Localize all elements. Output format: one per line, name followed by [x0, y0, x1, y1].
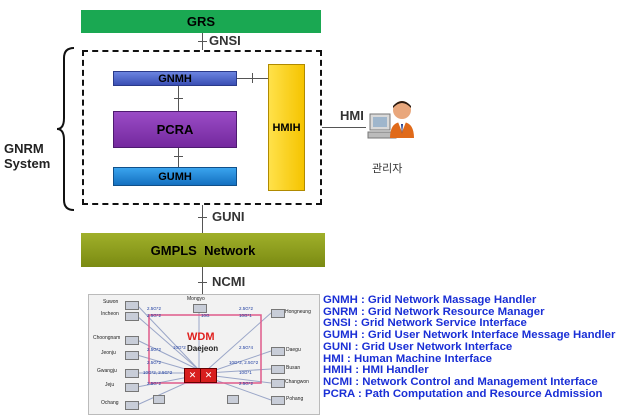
gumh-box: GUMH: [113, 167, 237, 186]
gnrm-label-line1: GNRM: [4, 141, 44, 156]
link-label: 10G*2, 2.5G*2: [143, 370, 173, 375]
gnrm-bracket: [56, 47, 75, 211]
network-map: ✕ ✕ WDM Daejeon Mongyo Suwon Incheon Cho…: [88, 294, 320, 415]
pcra-gumh-line: [178, 148, 179, 167]
gnmh-hmih-tick: [252, 73, 253, 83]
link-label: 2.5G*2: [147, 306, 162, 311]
city-label: Suwon: [103, 299, 119, 305]
wdm-switch-left: ✕: [184, 368, 201, 383]
router-node: [153, 395, 165, 404]
admin-label: 관리자: [372, 163, 403, 175]
link-label: 10G*2, 2.5G*2: [229, 360, 259, 365]
legend-item: NCMI : Network Control and Management In…: [323, 375, 598, 388]
router-node: [271, 379, 285, 388]
wdm-label: WDM: [187, 331, 215, 343]
hmi-label: HMI: [340, 108, 364, 123]
city-label: Hongneung: [285, 309, 311, 315]
abbreviation-legend: GNMH : Grid Network Massage Handler GNRM…: [323, 294, 628, 400]
city-label: Pohang: [286, 396, 304, 402]
router-node: [125, 312, 139, 321]
grs-label: GRS: [186, 14, 216, 29]
pcra-box: PCRA: [113, 111, 237, 148]
link-label: 2.5G*2: [147, 313, 162, 318]
router-node: [271, 347, 285, 356]
pcra-gumh-tick: [174, 156, 183, 157]
legend-item: GNSI : Grid Network Service Interface: [323, 317, 527, 330]
router-node: [125, 301, 139, 310]
gnsi-tick: [198, 41, 207, 42]
legend-item: HMIH : HMI Handler: [323, 364, 429, 377]
link-label: 2.5G*2: [239, 306, 254, 311]
link-label: 10G: [201, 313, 210, 318]
hmih-box: HMIH: [268, 64, 305, 191]
router-node: [125, 401, 139, 410]
city-label: Changwon: [285, 379, 309, 385]
legend-item: GUNI : Grid User Network Interface: [323, 340, 513, 353]
gnmh-label: GNMH: [158, 72, 192, 85]
link-label: 2.5G*2: [147, 347, 162, 352]
gnrm-system-label: GNRM System: [4, 141, 54, 171]
city-label: Gwangju: [97, 368, 117, 374]
guni-line: [202, 205, 203, 233]
grs-box: GRS: [81, 10, 321, 33]
router-node: [125, 383, 139, 392]
ncmi-label: NCMI: [212, 274, 246, 289]
pcra-label: PCRA: [156, 122, 194, 137]
router-node: [271, 309, 285, 318]
router-node: [125, 351, 139, 360]
mongyo-label: Mongyo: [187, 296, 205, 302]
city-label: Choongnam: [93, 335, 121, 341]
guni-label: GUNI: [212, 209, 245, 224]
legend-item: HMI : Human Machine Interface: [323, 352, 492, 365]
gumh-label: GUMH: [158, 170, 192, 183]
hmi-line: [322, 127, 366, 128]
legend-item: GNMH : Grid Network Massage Handler: [323, 294, 537, 306]
city-label: Jeju: [105, 382, 115, 388]
link-label: 10G*1: [239, 370, 252, 375]
daejeon-label: Daejeon: [187, 344, 219, 353]
router-node: [125, 369, 139, 378]
link-label: 2.5G*4: [239, 345, 254, 350]
legend-item: PCRA : Path Computation and Resource Adm…: [323, 387, 603, 400]
city-label: Busan: [286, 365, 301, 371]
router-node: [227, 395, 239, 404]
city-label: Ochang: [101, 400, 119, 406]
gnmh-box: GNMH: [113, 71, 237, 86]
gmpls-network-label: GMPLS Network: [150, 242, 256, 258]
gnmh-pcra-tick: [174, 98, 183, 99]
hmih-label: HMIH: [272, 121, 301, 134]
link-label: 2.5G*2: [239, 381, 254, 386]
city-label: Daegu: [286, 347, 301, 353]
link-label: 2.5G*2: [147, 381, 162, 386]
wdm-switch-right: ✕: [200, 368, 217, 383]
gnrm-system-container: [82, 50, 322, 205]
gnrm-label-line2: System: [4, 156, 51, 171]
city-label: Jeonju: [101, 350, 116, 356]
legend-item: GUMH : Grid User Network Interface Messa…: [323, 329, 616, 342]
gnsi-label: GNSI: [209, 33, 241, 48]
admin-person-icon: [367, 101, 414, 139]
router-node: [125, 336, 139, 345]
router-node: [193, 304, 207, 313]
ncmi-line: [202, 267, 203, 294]
legend-item: GNRM : Grid Network Resource Manager: [323, 305, 545, 318]
router-node: [271, 365, 285, 374]
city-label: Incheon: [101, 311, 119, 317]
link-label: 10G*2: [173, 345, 186, 350]
link-label: 10G*1: [239, 313, 252, 318]
router-node: [271, 396, 285, 405]
link-label: 2.5G*2: [147, 360, 162, 365]
guni-tick: [198, 217, 207, 218]
ncmi-tick: [198, 282, 207, 283]
gmpls-network-box: GMPLS Network: [81, 233, 325, 267]
